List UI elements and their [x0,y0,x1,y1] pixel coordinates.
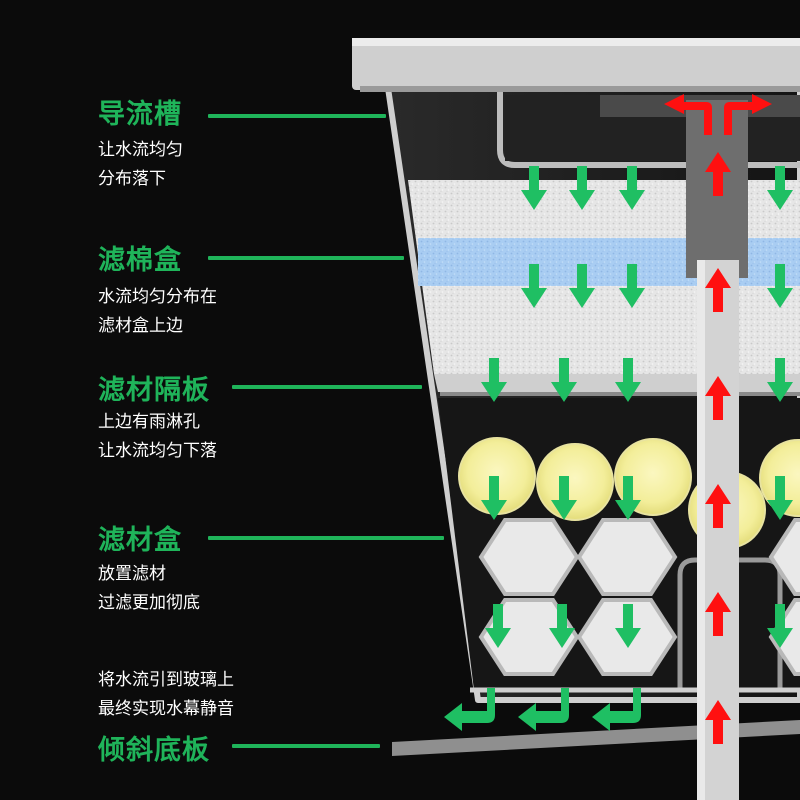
water-flow-down-arrows [444,166,793,731]
label-guide-channel-desc: 让水流均匀 分布落下 [98,136,183,194]
desc-line: 将水流引到玻璃上 [98,670,234,690]
leader-line-sponge-box [208,256,404,260]
leader-line-media-box [208,536,444,540]
leader-line-sloped-bottom [232,744,380,748]
desc-line: 让水流均匀 [98,140,183,160]
top-lid [352,38,800,92]
desc-line: 滤材盒上边 [98,316,183,336]
desc-line: 上边有雨淋孔 [98,412,200,432]
label-guide-channel-title: 导流槽 [98,99,182,130]
label-media-divider-title: 滤材隔板 [98,375,210,406]
desc-line: 过滤更加彻底 [98,593,200,613]
label-sponge-box-desc: 水流均匀分布在 滤材盒上边 [98,283,217,341]
media-ring-hexagons [478,518,800,676]
label-sloped-bottom-desc: 将水流引到玻璃上 最终实现水幕静音 [98,666,234,724]
label-media-box-desc: 放置滤材 过滤更加彻底 [98,560,200,618]
desc-line: 水流均匀分布在 [98,287,217,307]
desc-line: 放置滤材 [98,564,166,584]
label-sponge-box-title: 滤棉盒 [98,245,182,276]
media-box [438,398,800,690]
desc-line: 分布落下 [98,169,166,189]
leader-line-guide-channel [208,114,386,118]
leader-line-media-divider [232,385,422,389]
water-flow-up-arrows [664,94,772,744]
label-sloped-bottom-title: 倾斜底板 [98,735,210,766]
desc-line: 让水流均匀下落 [98,441,217,461]
label-media-divider-desc: 上边有雨淋孔 让水流均匀下落 [98,408,217,466]
desc-line: 最终实现水幕静音 [98,699,234,719]
label-media-box-title: 滤材盒 [98,525,182,556]
